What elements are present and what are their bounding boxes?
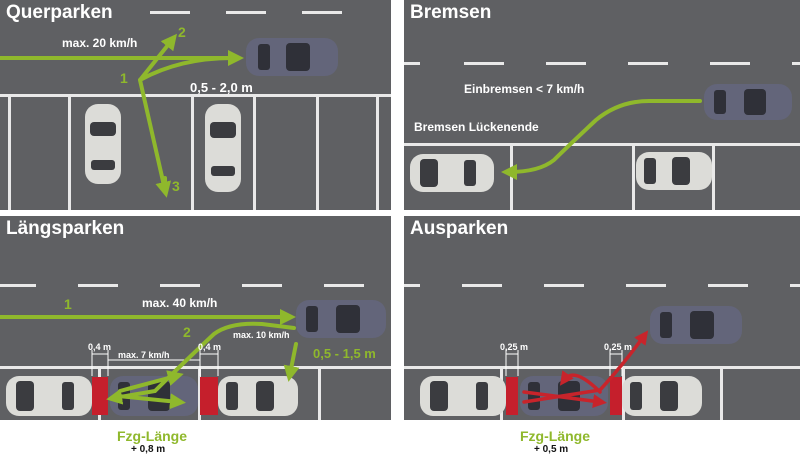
step-number: 2 <box>178 24 186 40</box>
length-extra: + 0,5 m <box>534 444 569 455</box>
length-extra: + 0,8 m <box>131 444 166 455</box>
parked-car-light <box>420 376 506 416</box>
ausparken-arrows <box>522 330 649 409</box>
gap-marker-rear <box>610 377 622 415</box>
speed-reverse-label: max. 10 km/h <box>233 330 290 340</box>
distance-label: 0,5 - 1,5 m <box>313 346 376 361</box>
laengsparken-arrows <box>0 309 300 410</box>
laengsparken-scene <box>0 284 391 420</box>
parked-car-light <box>636 152 712 190</box>
gap-marker-front <box>92 377 108 415</box>
bay-lines <box>8 97 379 210</box>
parked-car-light <box>6 376 92 416</box>
lane-dashes <box>0 284 364 287</box>
panel-title: Querparken <box>6 2 113 23</box>
speed-label: max. 20 km/h <box>62 36 138 50</box>
distance-label: 0,5 - 2,0 m <box>190 80 253 95</box>
parked-car-light <box>85 104 121 184</box>
active-car-dark <box>246 38 338 76</box>
panel-laengsparken: Längsparken max. 40 km/h max. 10 km/h ma… <box>0 216 391 420</box>
ausparken-length-note: Fzg-Länge + 0,5 m <box>520 428 590 455</box>
active-car-dark <box>650 306 742 344</box>
parking-border-line <box>0 94 391 97</box>
curb-line <box>404 366 800 369</box>
panel-title: Bremsen <box>410 2 492 23</box>
length-label: Fzg-Länge <box>520 428 590 444</box>
bremsen-scene <box>404 62 800 210</box>
parked-car-light <box>205 104 241 192</box>
active-car-dark <box>704 84 792 120</box>
gap-rear-label: 0,4 m <box>198 342 222 352</box>
panel-title: Längsparken <box>6 218 125 239</box>
step-number: 3 <box>172 178 180 194</box>
lane-dashes <box>404 62 800 65</box>
bremsen-arrow <box>501 99 702 180</box>
panel-title: Ausparken <box>410 218 509 239</box>
gap-rear-label: 0,25 m <box>604 342 633 352</box>
querparken-scene <box>0 11 391 210</box>
panel-querparken: Querparken max. 20 km/h 0,5 - 2,0 m 1 2 … <box>0 0 391 210</box>
step-number: 1 <box>120 70 128 86</box>
panel-ausparken: Ausparken 0,25 m 0,25 m <box>404 216 800 420</box>
lane-dashes <box>150 11 342 14</box>
step-number: 2 <box>183 324 191 340</box>
gap-marker-rear <box>200 377 218 415</box>
brake-in-label: Einbremsen < 7 km/h <box>464 82 585 96</box>
gap-front-label: 0,25 m <box>500 342 529 352</box>
active-car-dark <box>296 300 386 338</box>
step-number: 1 <box>64 296 72 312</box>
speed-gap-label: max. 7 km/h <box>118 350 170 360</box>
parked-car-light <box>622 376 702 416</box>
brake-end-label: Bremsen Lückenende <box>414 120 539 134</box>
curb-line <box>0 366 391 369</box>
gap-front-label: 0,4 m <box>88 342 112 352</box>
parked-car-light <box>218 376 298 416</box>
speed-main-label: max. 40 km/h <box>142 296 218 310</box>
querparken-arrows <box>0 33 244 198</box>
measure-lines <box>505 350 623 376</box>
curb-line <box>404 143 800 146</box>
parked-car-light <box>410 154 494 192</box>
length-label: Fzg-Länge <box>117 428 187 444</box>
lane-dashes <box>404 284 800 287</box>
gap-marker-front <box>506 377 518 415</box>
ausparken-scene <box>404 284 800 420</box>
panel-bremsen: Bremsen Einbremsen < 7 km/h Bremsen Lück… <box>404 0 800 210</box>
laengsparken-length-note: Fzg-Länge + 0,8 m <box>117 428 187 455</box>
